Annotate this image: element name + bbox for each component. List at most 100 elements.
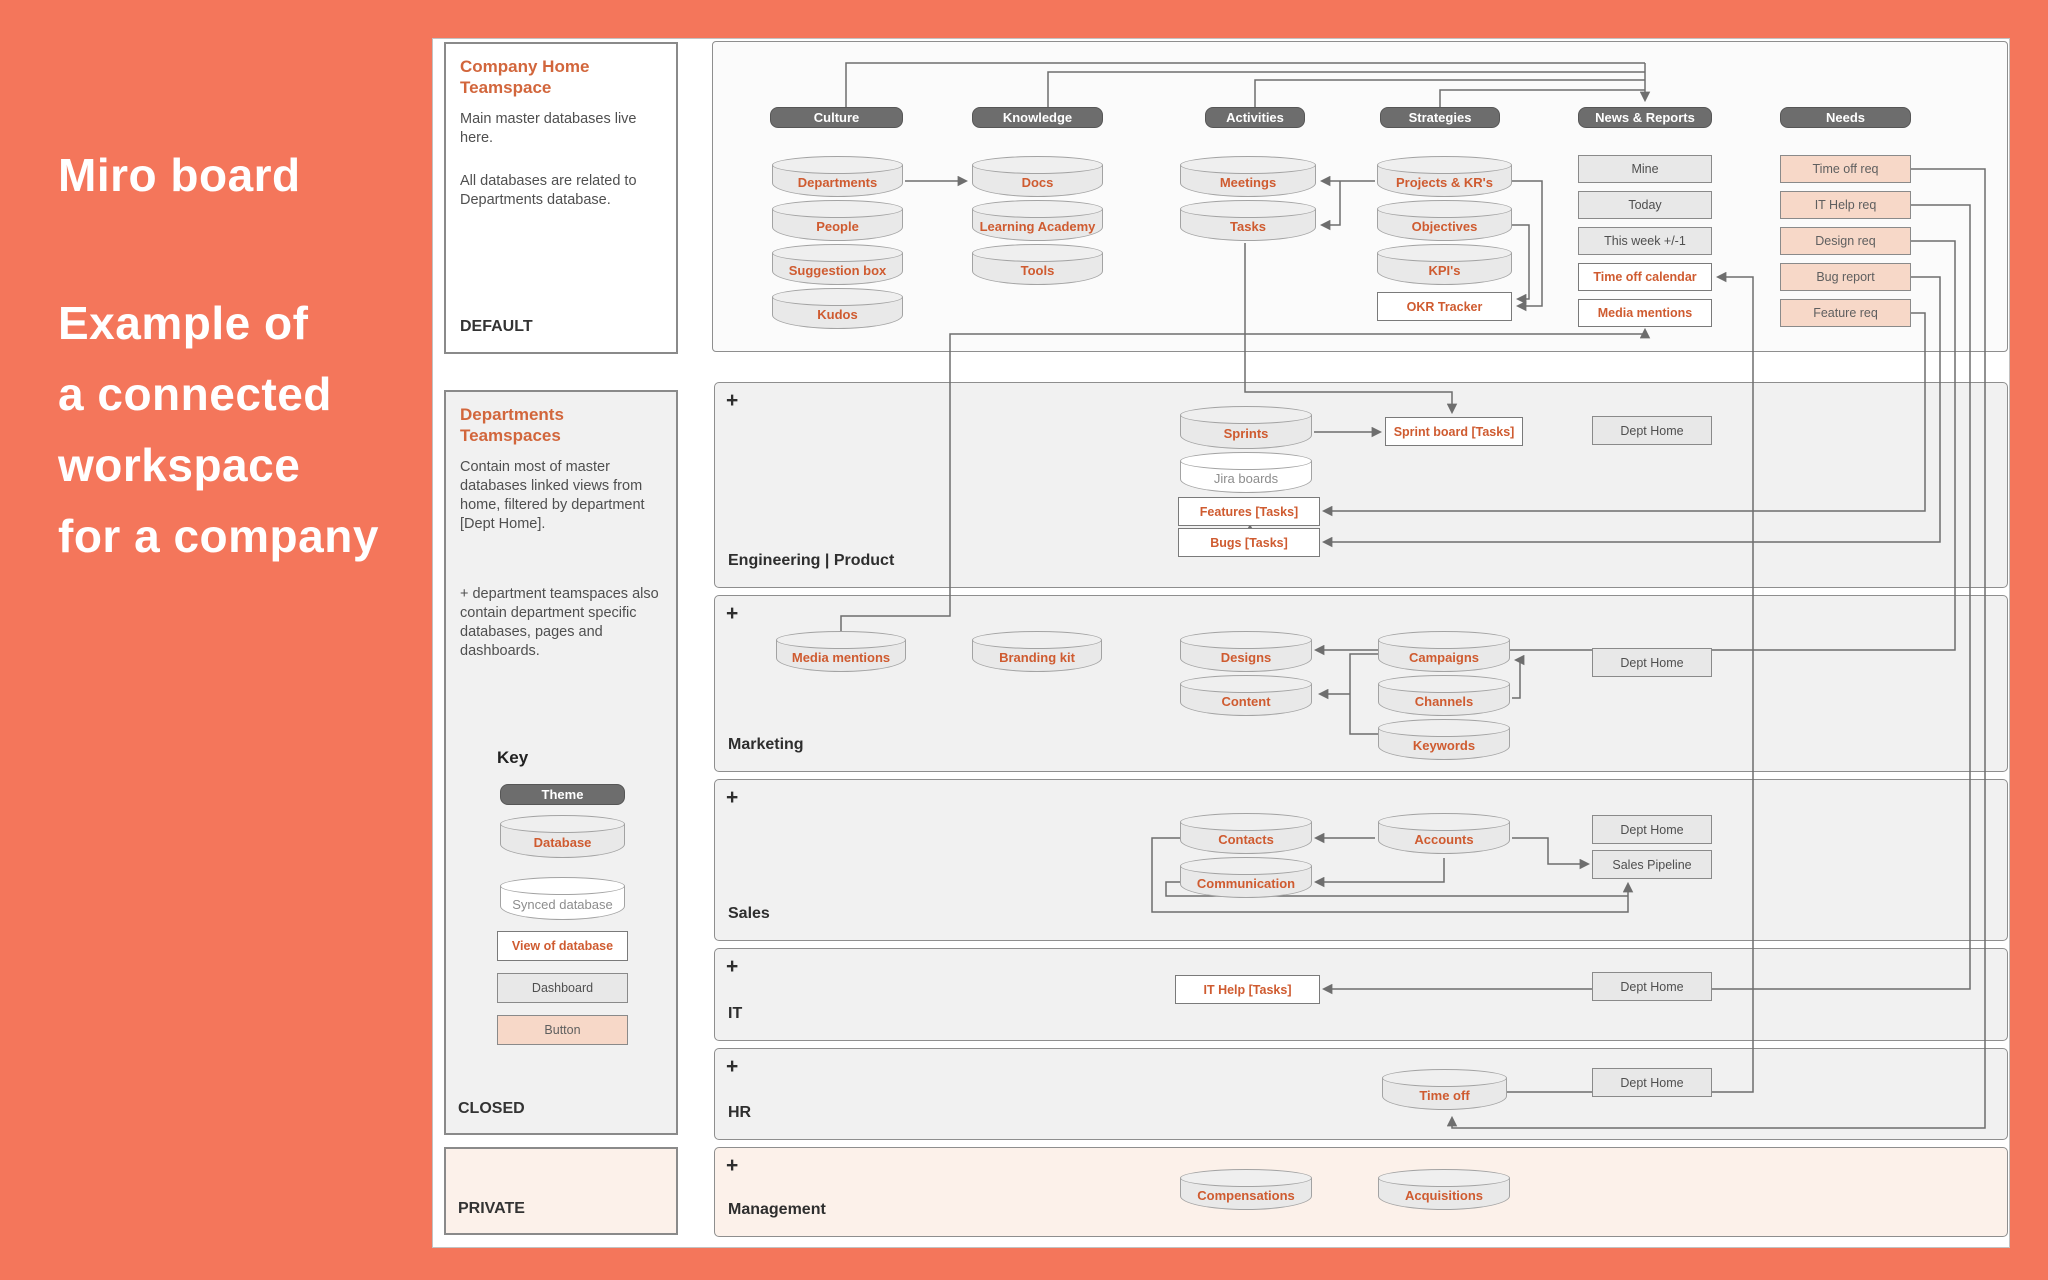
- engineering-product-sprints-database[interactable]: Sprints: [1179, 406, 1313, 449]
- engineering-product-features-tasks-view-label: Features [Tasks]: [1199, 504, 1299, 519]
- row-plus-marketing[interactable]: +: [726, 602, 739, 625]
- docs-database[interactable]: Docs: [971, 156, 1104, 197]
- key-view-of-database-view-label: View of database: [511, 939, 614, 953]
- objectives-database[interactable]: Objectives: [1376, 200, 1513, 241]
- column-header-strategies[interactable]: Strategies: [1380, 107, 1500, 128]
- row-frame-marketing[interactable]: [714, 595, 2008, 772]
- marketing-media-mentions-database-label: Media mentions: [791, 649, 891, 665]
- key-theme-theme-label: Theme: [541, 787, 584, 802]
- kpi-s-database[interactable]: KPI's: [1376, 244, 1513, 285]
- it-dept-home-dashboard[interactable]: Dept Home: [1592, 972, 1712, 1001]
- marketing-branding-kit-database[interactable]: Branding kit: [971, 631, 1103, 672]
- engineering-product-bugs-tasks-view-label: Bugs [Tasks]: [1210, 535, 1288, 550]
- departments-panel-body2: + department teamspaces also contain dep…: [460, 586, 659, 660]
- private-panel[interactable]: [444, 1147, 678, 1235]
- key-database-database[interactable]: Database: [499, 815, 626, 858]
- engineering-product-sprint-board-tasks-view[interactable]: Sprint board [Tasks]: [1385, 417, 1523, 446]
- key-dashboard-dashboard[interactable]: Dashboard: [497, 973, 628, 1003]
- okr-tracker-view-label: OKR Tracker: [1406, 299, 1483, 314]
- column-header-news-reports[interactable]: News & Reports: [1578, 107, 1712, 128]
- engineering-product-jira-boards-synced[interactable]: Jira boards: [1179, 452, 1313, 493]
- engineering-product-bugs-tasks-view[interactable]: Bugs [Tasks]: [1178, 528, 1320, 557]
- sales-dept-home-dashboard[interactable]: Dept Home: [1592, 815, 1712, 844]
- time-off-req-button[interactable]: Time off req: [1780, 155, 1911, 183]
- okr-tracker-view[interactable]: OKR Tracker: [1377, 292, 1512, 321]
- meetings-database[interactable]: Meetings: [1179, 156, 1317, 197]
- key-synced-database-synced-label: Synced database: [512, 896, 613, 912]
- marketing-keywords-database-label: Keywords: [1412, 737, 1476, 753]
- hr-time-off-database-label: Time off: [1419, 1087, 1470, 1103]
- this-week-1-dashboard[interactable]: This week +/-1: [1578, 227, 1712, 255]
- row-frame-sales[interactable]: [714, 779, 2008, 941]
- engineering-product-dept-home-dashboard-label: Dept Home: [1620, 423, 1684, 438]
- column-header-activities[interactable]: Activities: [1205, 107, 1305, 128]
- today-dashboard[interactable]: Today: [1578, 191, 1712, 219]
- column-header-knowledge[interactable]: Knowledge: [972, 107, 1103, 128]
- kudos-database[interactable]: Kudos: [771, 288, 904, 329]
- row-frame-it[interactable]: [714, 948, 2008, 1041]
- sales-sales-pipeline-dashboard[interactable]: Sales Pipeline: [1592, 850, 1712, 879]
- sales-contacts-database[interactable]: Contacts: [1179, 813, 1313, 854]
- people-database[interactable]: People: [771, 200, 904, 241]
- feature-req-button[interactable]: Feature req: [1780, 299, 1911, 327]
- media-mentions-view[interactable]: Media mentions: [1578, 299, 1712, 327]
- mine-dashboard[interactable]: Mine: [1578, 155, 1712, 183]
- feature-req-button-label: Feature req: [1813, 306, 1878, 320]
- objectives-database-label: Objectives: [1411, 218, 1478, 234]
- marketing-content-database[interactable]: Content: [1179, 675, 1313, 716]
- departments-panel[interactable]: [444, 390, 678, 1135]
- key-synced-database-synced[interactable]: Synced database: [499, 877, 626, 920]
- engineering-product-features-tasks-view[interactable]: Features [Tasks]: [1178, 497, 1320, 526]
- it-it-help-tasks-view[interactable]: IT Help [Tasks]: [1175, 975, 1320, 1004]
- row-frame-hr[interactable]: [714, 1048, 2008, 1140]
- key-theme-theme[interactable]: Theme: [500, 784, 625, 805]
- row-frame-management[interactable]: [714, 1147, 2008, 1237]
- it-help-req-button[interactable]: IT Help req: [1780, 191, 1911, 219]
- column-header-culture[interactable]: Culture: [770, 107, 903, 128]
- marketing-media-mentions-database[interactable]: Media mentions: [775, 631, 907, 672]
- management-compensations-database[interactable]: Compensations: [1179, 1169, 1313, 1210]
- marketing-campaigns-database[interactable]: Campaigns: [1377, 631, 1511, 672]
- sales-communication-database[interactable]: Communication: [1179, 857, 1313, 898]
- it-it-help-tasks-view-label: IT Help [Tasks]: [1203, 982, 1292, 997]
- marketing-dept-home-dashboard[interactable]: Dept Home: [1592, 648, 1712, 677]
- hr-dept-home-dashboard[interactable]: Dept Home: [1592, 1068, 1712, 1097]
- tasks-database[interactable]: Tasks: [1179, 200, 1317, 241]
- row-plus-management[interactable]: +: [726, 1154, 739, 1177]
- key-view-of-database-view[interactable]: View of database: [497, 931, 628, 961]
- kudos-database-label: Kudos: [817, 306, 858, 322]
- design-req-button[interactable]: Design req: [1780, 227, 1911, 255]
- row-plus-sales[interactable]: +: [726, 786, 739, 809]
- company-home-panel[interactable]: [444, 42, 678, 354]
- management-acquisitions-database[interactable]: Acquisitions: [1377, 1169, 1511, 1210]
- tools-database[interactable]: Tools: [971, 244, 1104, 285]
- sales-sales-pipeline-dashboard-label: Sales Pipeline: [1612, 857, 1692, 872]
- column-header-needs[interactable]: Needs: [1780, 107, 1911, 128]
- page-title: Miro board: [58, 149, 301, 201]
- time-off-calendar-view[interactable]: Time off calendar: [1578, 263, 1712, 291]
- departments-database-label: Departments: [797, 174, 878, 190]
- bug-report-button[interactable]: Bug report: [1780, 263, 1911, 291]
- key-button-button[interactable]: Button: [497, 1015, 628, 1045]
- media-mentions-view-label: Media mentions: [1597, 306, 1693, 320]
- row-frame-engineering-product[interactable]: [714, 382, 2008, 588]
- marketing-channels-database[interactable]: Channels: [1377, 675, 1511, 716]
- sales-accounts-database[interactable]: Accounts: [1377, 813, 1511, 854]
- row-plus-hr[interactable]: +: [726, 1055, 739, 1078]
- column-header-news-reports-label: News & Reports: [1595, 110, 1695, 125]
- sales-communication-database-label: Communication: [1196, 875, 1296, 891]
- marketing-keywords-database[interactable]: Keywords: [1377, 719, 1511, 760]
- projects-kr-s-database[interactable]: Projects & KR's: [1376, 156, 1513, 197]
- row-plus-it[interactable]: +: [726, 955, 739, 978]
- marketing-designs-database[interactable]: Designs: [1179, 631, 1313, 672]
- learning-academy-database[interactable]: Learning Academy: [971, 200, 1104, 241]
- closed-label: CLOSED: [458, 1100, 525, 1117]
- column-header-activities-label: Activities: [1226, 110, 1284, 125]
- tools-database-label: Tools: [1020, 262, 1055, 278]
- departments-database[interactable]: Departments: [771, 156, 904, 197]
- hr-dept-home-dashboard-label: Dept Home: [1620, 1075, 1684, 1090]
- row-plus-engineering-product[interactable]: +: [726, 389, 739, 412]
- suggestion-box-database[interactable]: Suggestion box: [771, 244, 904, 285]
- hr-time-off-database[interactable]: Time off: [1381, 1069, 1508, 1110]
- engineering-product-dept-home-dashboard[interactable]: Dept Home: [1592, 416, 1712, 445]
